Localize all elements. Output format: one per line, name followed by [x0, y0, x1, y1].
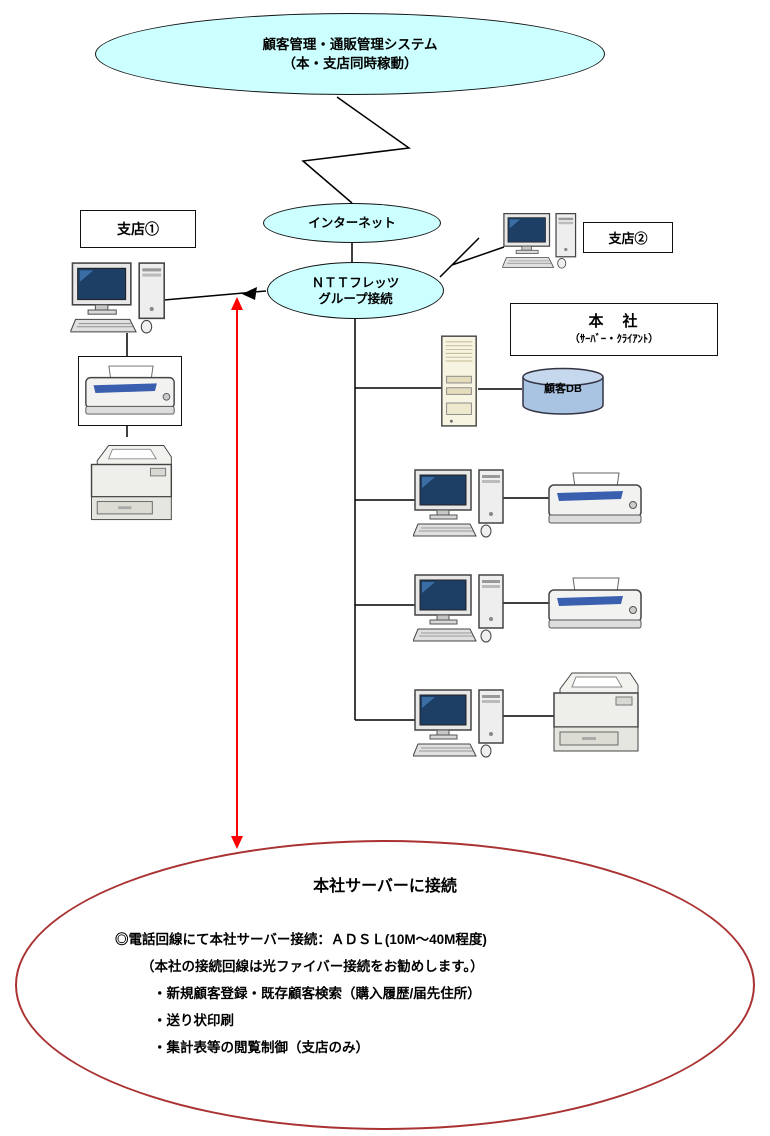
note-line: ・送り状印刷 — [153, 1013, 234, 1028]
branch1-desktop-computer-icon — [70, 261, 175, 334]
client3-laser-printer-icon — [542, 663, 647, 763]
branch1-dot-matrix-printer-icon — [82, 364, 178, 420]
note-title: 本社サーバーに接続 — [313, 878, 457, 895]
database-label: 顧客DB — [544, 383, 582, 395]
branch2-desktop-computer-icon — [502, 212, 584, 269]
client1-desktop-computer-icon — [413, 468, 513, 538]
system-title-line2: （本・支店同時稼動） — [282, 56, 418, 71]
note-line: （本社の接続回線は光ファイバー接続をお勧めします。） — [141, 959, 484, 974]
note-line: ◎電話回線にて本社サーバー接続：ＡＤＳＬ(10M～40M程度) — [115, 932, 487, 947]
customer-database: 顧客DB — [518, 366, 608, 416]
headquarters-title: 本 社 — [588, 313, 640, 330]
client1-dot-matrix-printer-icon — [545, 471, 645, 529]
client3-desktop-computer-icon — [413, 688, 513, 758]
branch1-printer-frame — [78, 356, 182, 426]
branch2-label-box: 支店② — [583, 222, 673, 253]
branch1-label: 支店① — [117, 221, 159, 237]
client2-dot-matrix-printer-icon — [545, 576, 645, 634]
internet-label: インターネット — [308, 216, 396, 230]
ntt-flets-cloud: ＮＴＴフレッツ グループ接続 — [267, 262, 444, 319]
connection-note-ellipse: 本社サーバーに接続 ◎電話回線にて本社サーバー接続：ＡＤＳＬ(10M～40M程度… — [15, 840, 755, 1130]
branch2-label: 支店② — [608, 231, 648, 246]
note-line: ・新規顧客登録・既存顧客検索（購入履歴/届先住所） — [153, 986, 481, 1001]
ntt-line2: グループ接続 — [318, 291, 393, 306]
note-lines: ◎電話回線にて本社サーバー接続：ＡＤＳＬ(10M～40M程度) （本社の接続回線… — [115, 926, 487, 1061]
system-title-line1: 顧客管理・通販管理システム — [262, 37, 438, 52]
branch1-label-box: 支店① — [80, 210, 196, 248]
branch1-laser-printer-icon — [80, 436, 180, 531]
client2-desktop-computer-icon — [413, 573, 513, 643]
system-title-cloud: 顧客管理・通販管理システム （本・支店同時稼動） — [95, 13, 605, 95]
headquarters-subtitle: （ｻｰﾊﾞｰ・ｸﾗｲｱﾝﾄ） — [569, 333, 659, 345]
ntt-line1: ＮＴＴフレッツ — [311, 275, 400, 290]
headquarters-label-box: 本 社 （ｻｰﾊﾞｰ・ｸﾗｲｱﾝﾄ） — [510, 303, 718, 356]
server-tower-icon — [438, 334, 480, 430]
note-line: ・集計表等の閲覧制御（支店のみ） — [153, 1040, 369, 1055]
internet-cloud: インターネット — [263, 203, 441, 243]
